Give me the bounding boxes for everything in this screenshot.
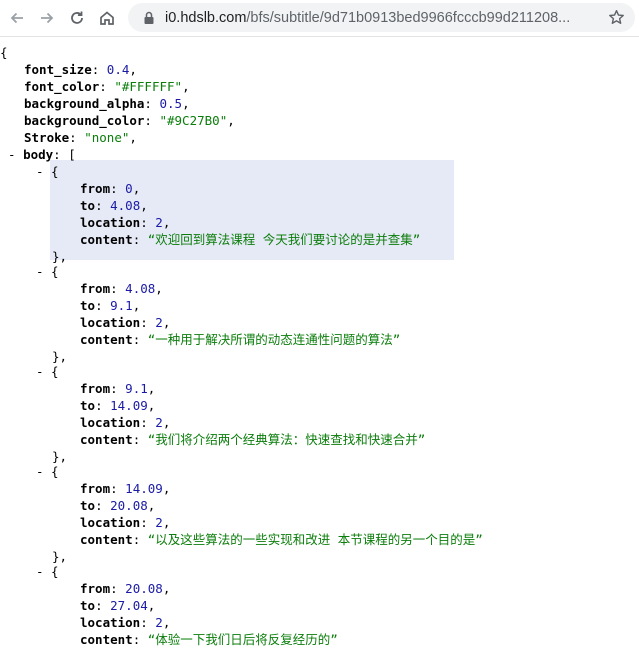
item-close: }, xyxy=(52,449,68,464)
prop-value: "#FFFFFF" xyxy=(114,79,183,94)
lock-icon xyxy=(144,11,154,24)
url-text[interactable]: i0.hdslb.com/bfs/subtitle/9d71b0913bed99… xyxy=(165,10,605,26)
reload-icon xyxy=(71,11,83,24)
item-open: - { xyxy=(36,264,59,279)
forward-button[interactable] xyxy=(34,5,60,31)
item-from: from: 14.09, xyxy=(80,481,171,496)
prop-key: Stroke xyxy=(24,130,70,145)
item-location: location: 2, xyxy=(80,215,171,230)
reload-button[interactable] xyxy=(64,5,90,31)
item-location: location: 2, xyxy=(80,415,171,430)
item-from: from: 9.1, xyxy=(80,381,156,396)
prop-value: 0.5 xyxy=(159,96,183,111)
item-from: from: 20.08, xyxy=(80,581,171,596)
item-open: - { xyxy=(36,164,59,179)
item-open: - { xyxy=(36,464,59,479)
item-to: to: 20.08, xyxy=(80,498,156,513)
arrow-left-icon xyxy=(10,12,23,24)
url-host: i0.hdslb.com xyxy=(165,9,247,26)
collapse-toggle[interactable]: - xyxy=(36,464,44,479)
star-icon[interactable] xyxy=(608,9,625,26)
hovered-item-highlight xyxy=(50,160,454,260)
item-location: location: 2, xyxy=(80,515,171,530)
prop-key: background_alpha xyxy=(24,96,145,111)
prop-key: background_color xyxy=(24,113,145,128)
home-icon xyxy=(100,11,114,25)
item-from: from: 0, xyxy=(80,181,141,196)
item-content: content: “欢迎回到算法课程 今天我们要讨论的是并查集” xyxy=(80,232,421,247)
open-brace: { xyxy=(0,45,8,60)
item-to: to: 27.04, xyxy=(80,598,156,613)
item-to: to: 14.09, xyxy=(80,398,156,413)
prop-background-color: background_color: "#9C27B0", xyxy=(24,113,235,128)
item-close: }, xyxy=(52,249,68,264)
collapse-toggle[interactable]: - xyxy=(36,364,44,379)
item-close: }, xyxy=(52,549,68,564)
prop-value: 0.4 xyxy=(106,62,130,77)
address-bar[interactable]: i0.hdslb.com/bfs/subtitle/9d71b0913bed99… xyxy=(128,3,635,32)
item-content: content: “体验一下我们日后将反复经历的” xyxy=(80,632,338,647)
item-location: location: 2, xyxy=(80,315,171,330)
prop-value: "none" xyxy=(84,130,130,145)
prop-background-alpha: background_alpha: 0.5, xyxy=(24,96,190,111)
prop-key: font_size xyxy=(24,62,92,77)
prop-key: font_color xyxy=(24,79,100,94)
collapse-toggle[interactable]: - xyxy=(8,147,16,162)
browser-toolbar: i0.hdslb.com/bfs/subtitle/9d71b0913bed99… xyxy=(0,0,639,37)
home-button[interactable] xyxy=(94,5,120,31)
url-path: /bfs/subtitle/9d71b0913bed9966fcccb99d21… xyxy=(246,9,571,26)
item-from: from: 4.08, xyxy=(80,281,163,296)
collapse-toggle[interactable]: - xyxy=(36,264,44,279)
item-open: - { xyxy=(36,364,59,379)
prop-font-color: font_color: "#FFFFFF", xyxy=(24,79,190,94)
item-location: location: 2, xyxy=(80,615,171,630)
prop-font-size: font_size: 0.4, xyxy=(24,62,137,77)
item-content: content: “一种用于解决所谓的动态连通性问题的算法” xyxy=(80,332,401,347)
item-to: to: 9.1, xyxy=(80,298,141,313)
collapse-toggle[interactable]: - xyxy=(36,164,44,179)
body-key: body xyxy=(23,147,54,162)
item-content: content: “我们将介绍两个经典算法：快速查找和快速合并” xyxy=(80,432,426,447)
item-open: - { xyxy=(36,564,59,579)
item-content: content: “以及这些算法的一些实现和改进 本节课程的另一个目的是” xyxy=(80,532,483,547)
prop-value: "#9C27B0" xyxy=(159,113,228,128)
prop-stroke: Stroke: "none", xyxy=(24,130,137,145)
arrow-right-icon xyxy=(41,12,54,24)
item-to: to: 4.08, xyxy=(80,198,148,213)
back-button[interactable] xyxy=(4,5,30,31)
item-close: }, xyxy=(52,349,68,364)
body-array-line: - body: [ xyxy=(8,147,76,162)
json-viewer: { font_size: 0.4, font_color: "#FFFFFF",… xyxy=(0,37,639,648)
collapse-toggle[interactable]: - xyxy=(36,564,44,579)
